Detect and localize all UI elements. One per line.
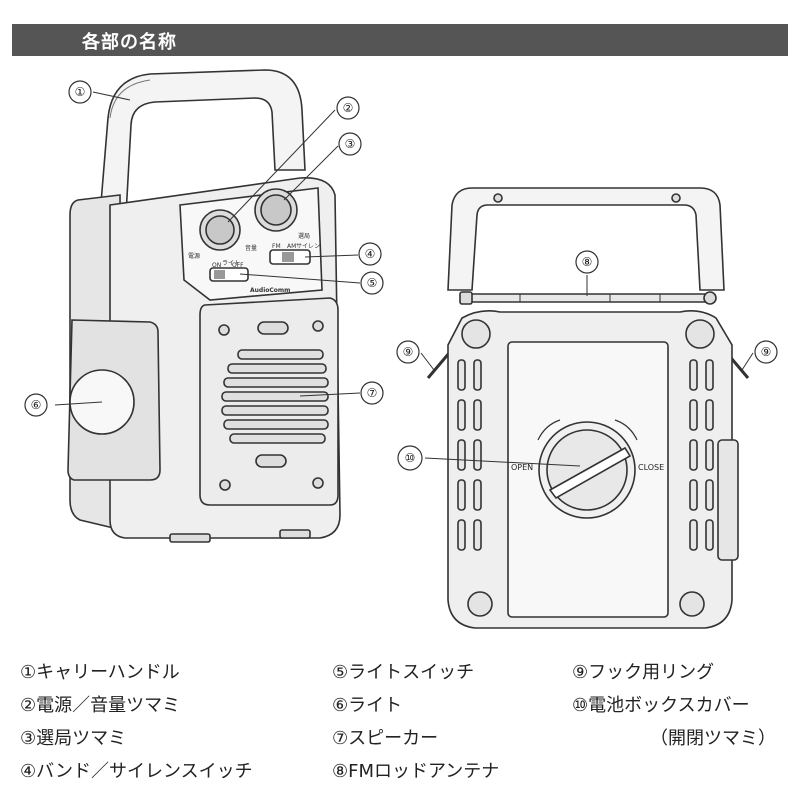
volume-marking: 音量 xyxy=(245,244,257,252)
radio-back-view xyxy=(426,187,750,629)
power-marking: 電源 xyxy=(188,252,200,260)
callout-num-3: ③ xyxy=(345,137,356,151)
legend-item-2: ②電源／音量ツマミ xyxy=(20,695,181,716)
callout-num-9-left: ⑨ xyxy=(403,345,414,359)
legend-item-10-note: （開閉ツマミ） xyxy=(650,728,776,749)
callout-leaders xyxy=(54,91,754,467)
am-marking: AM xyxy=(287,243,296,250)
tuning-knob xyxy=(254,188,298,232)
legend-item-6: ⑥ライト xyxy=(332,695,403,716)
section-header-bar: 各部の名称 xyxy=(12,24,788,56)
callout-marker-7 xyxy=(360,381,384,405)
legend-item-9: ⑨フック用リング xyxy=(572,662,715,683)
back-handle xyxy=(447,187,725,291)
callout-marker-3 xyxy=(338,132,362,156)
legend-item-7: ⑦スピーカー xyxy=(332,728,439,749)
fm-marking: FM xyxy=(272,243,281,250)
hook-ring-left xyxy=(426,351,452,379)
brand-logo: AudioComm xyxy=(250,287,290,294)
close-marking: CLOSE xyxy=(638,463,664,472)
legend-item-8: ⑧FMロッドアンテナ xyxy=(332,761,500,782)
legend-item-5: ⑤ライトスイッチ xyxy=(332,662,475,683)
legend-item-1: ①キャリーハンドル xyxy=(20,662,180,683)
speaker-grille xyxy=(221,349,329,444)
callout-marker-9-right xyxy=(754,340,778,364)
callout-marker-5 xyxy=(360,271,384,295)
open-marking: OPEN xyxy=(511,463,533,472)
callout-num-7: ⑦ xyxy=(367,386,378,400)
callout-num-9-right: ⑨ xyxy=(761,345,772,359)
device-markings: 音量 電源 選局 AM FM サイレン ライト ON OFF AudioComm xyxy=(188,232,320,294)
callout-marker-8 xyxy=(575,250,599,274)
radio-front-view xyxy=(67,69,341,543)
legend-item-4: ④バンド／サイレンスイッチ xyxy=(20,761,253,782)
callout-num-8: ⑧ xyxy=(582,255,593,269)
callout-marker-10 xyxy=(397,445,423,471)
callout-num-10: ⑩ xyxy=(405,451,416,465)
fm-rod-antenna xyxy=(459,291,717,305)
on-marking: ON xyxy=(212,262,221,269)
callout-num-5: ⑤ xyxy=(367,276,378,290)
callout-marker-1 xyxy=(68,80,92,104)
legend-item-3: ③選局ツマミ xyxy=(20,728,127,749)
callout-num-6: ⑥ xyxy=(31,398,42,412)
callout-marker-9-left xyxy=(396,340,420,364)
callout-num-2: ② xyxy=(343,101,354,115)
siren-marking: サイレン xyxy=(296,243,320,250)
tuning-marking: 選局 xyxy=(298,232,310,240)
callout-marker-2 xyxy=(336,96,360,120)
callout-marker-4 xyxy=(358,242,382,266)
section-title: 各部の名称 xyxy=(82,32,177,53)
callout-num-1: ① xyxy=(75,85,86,99)
callout-markers xyxy=(24,80,778,471)
off-marking: OFF xyxy=(232,262,244,269)
battery-cover-knob xyxy=(537,419,638,519)
legend-item-10: ⑩電池ボックスカバー xyxy=(572,695,750,716)
callout-numbers: ① ② ③ ④ ⑤ ⑥ ⑦ ⑧ ⑨ ⑨ ⑩ xyxy=(31,85,772,465)
light-marking: ライト xyxy=(222,260,240,267)
callout-marker-6 xyxy=(24,393,48,417)
callout-num-4: ④ xyxy=(365,247,376,261)
